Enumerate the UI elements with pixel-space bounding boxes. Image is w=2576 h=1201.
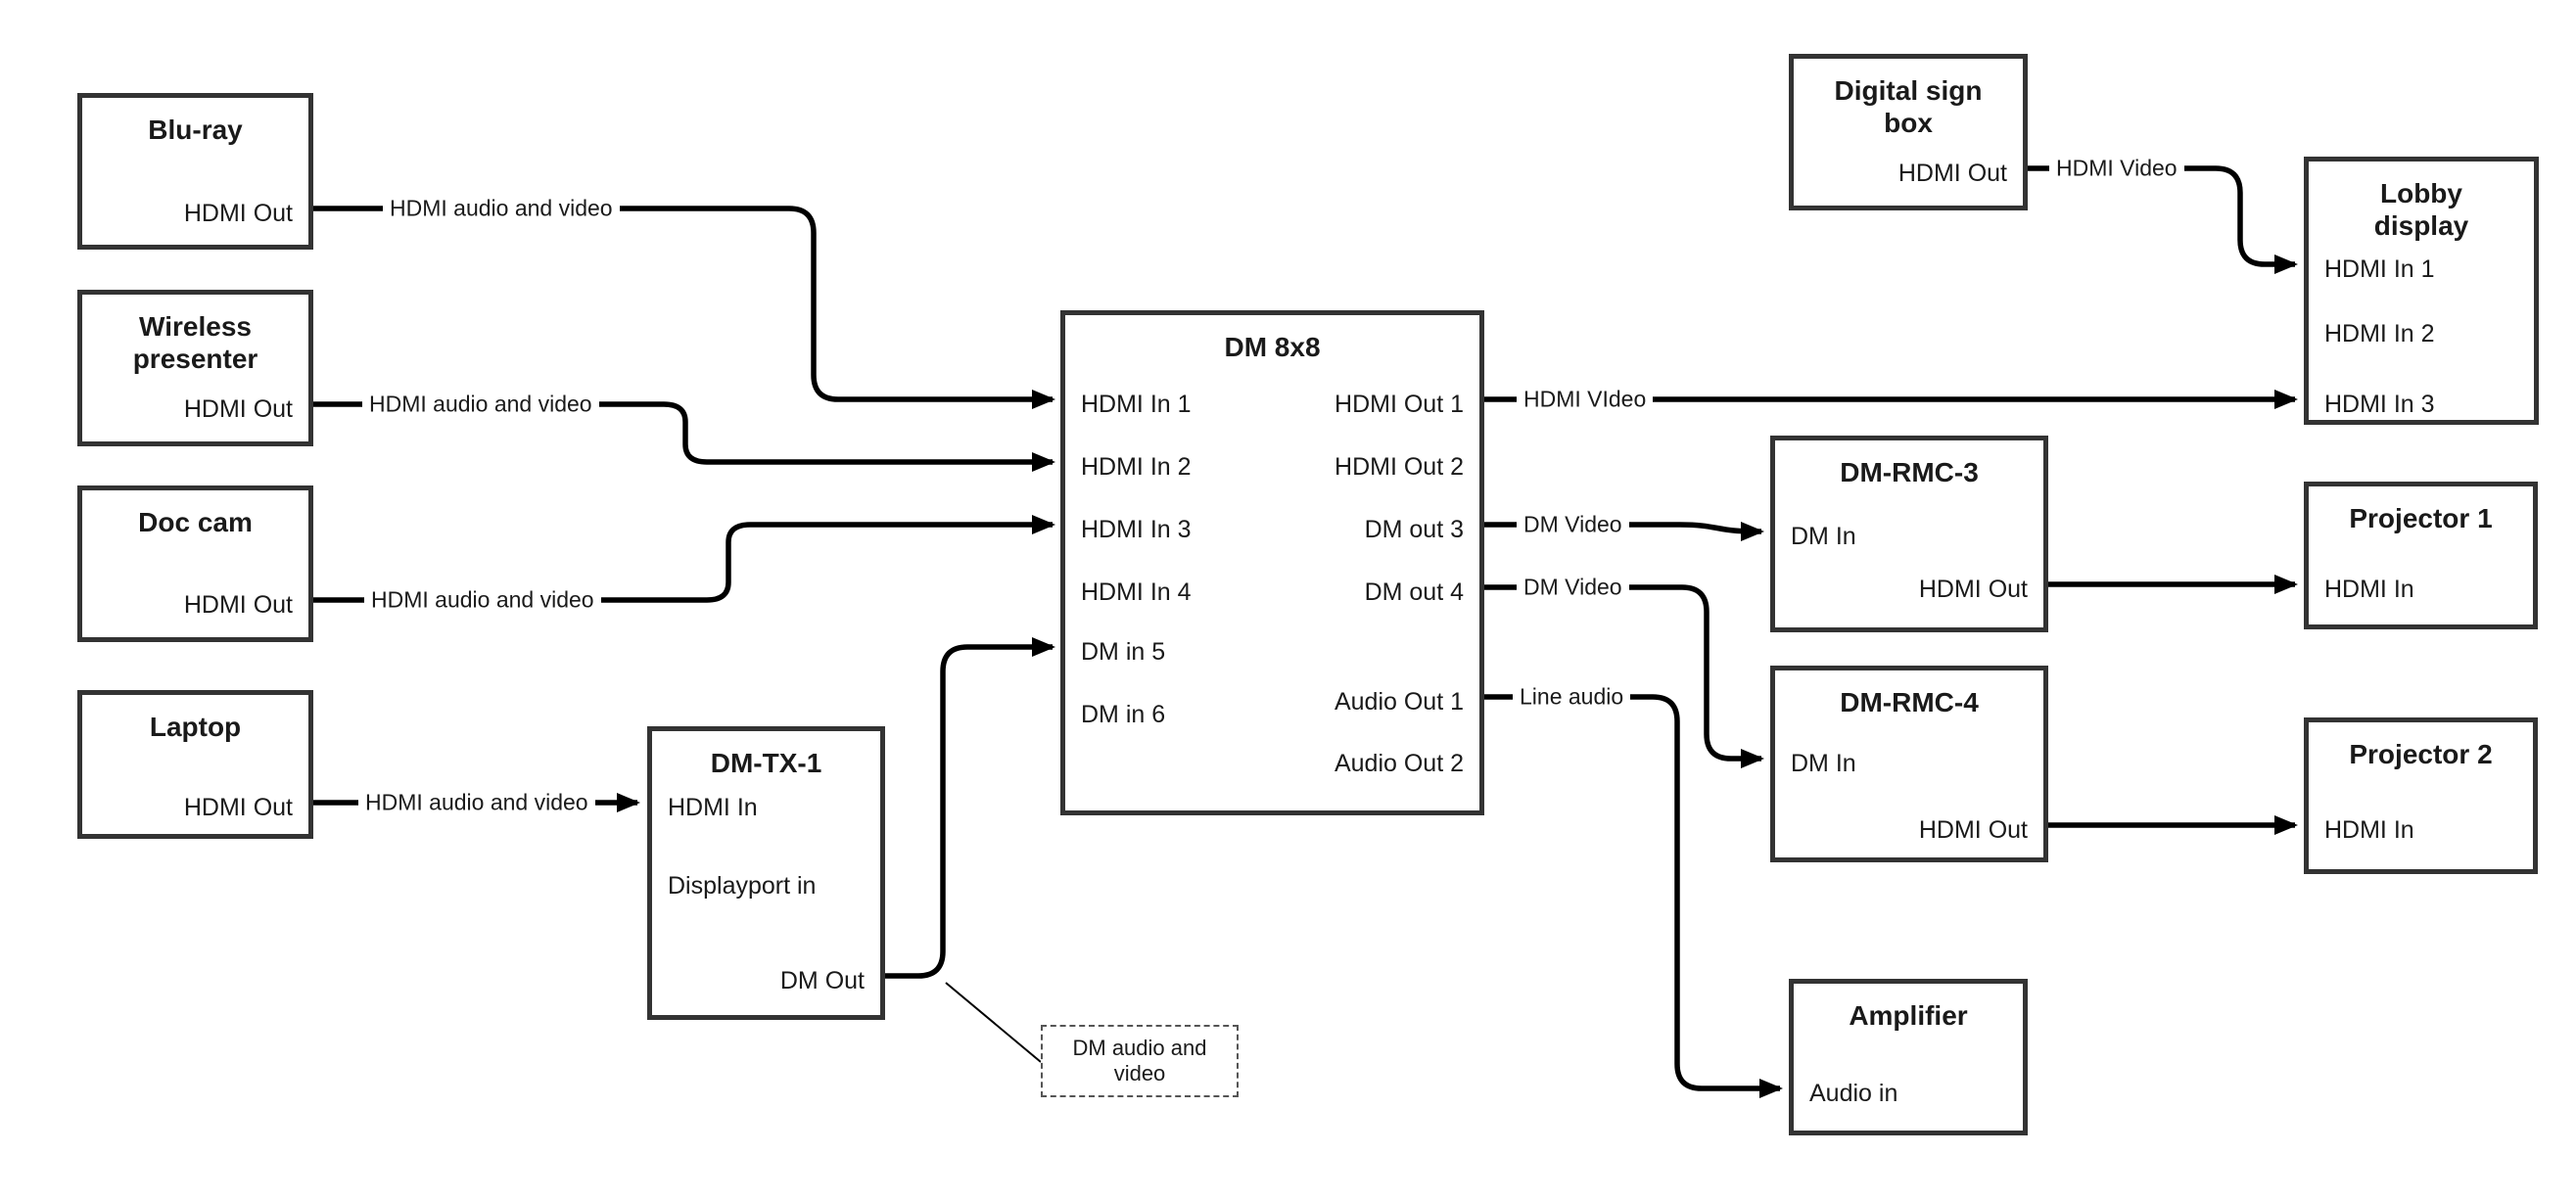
node-title: Projector 2 <box>2349 739 2493 769</box>
edge-label-hdmi-video: HDMI Video <box>2049 155 2184 182</box>
port-dm-in: DM In <box>1791 750 1856 777</box>
node-title: Projector 1 <box>2349 503 2493 533</box>
port-hdmi-in-4: HDMI In 4 <box>1081 578 1192 606</box>
node-dm-rmc-3: DM-RMC-3 DM In HDMI Out <box>1770 436 2048 632</box>
port-hdmi-out: HDMI Out <box>183 794 293 821</box>
node-title: Laptop <box>149 712 242 742</box>
port-hdmi-in-1: HDMI In 1 <box>2324 255 2435 283</box>
port-hdmi-in: HDMI In <box>668 794 758 821</box>
edge-label-dm-video-2: DM Video <box>1517 574 1629 601</box>
node-digital-sign-box: Digital sign box HDMI Out <box>1789 54 2028 210</box>
node-dm-rmc-4: DM-RMC-4 DM In HDMI Out <box>1770 666 2048 862</box>
edge-label-hdmi-audio-video-3: HDMI audio and video <box>364 586 601 614</box>
node-title: Doc cam <box>138 507 253 537</box>
port-dm-out: DM Out <box>779 967 865 994</box>
node-lobby-display: Lobby display HDMI In 1 HDMI In 2 HDMI I… <box>2304 157 2539 425</box>
port-audio-in: Audio in <box>1809 1080 1898 1107</box>
node-title: Wireless presenter <box>132 311 258 374</box>
node-doc-cam: Doc cam HDMI Out <box>77 485 313 642</box>
node-projector-2: Projector 2 HDMI In <box>2304 717 2538 874</box>
note-text: DM audio and video <box>1072 1036 1207 1086</box>
node-title: Amplifier <box>1849 1000 1968 1031</box>
port-dm-in-6: DM in 6 <box>1081 701 1166 728</box>
port-hdmi-out: HDMI Out <box>183 591 293 619</box>
edge-label-line-audio: Line audio <box>1513 683 1631 711</box>
port-dm-in: DM In <box>1791 523 1856 550</box>
port-hdmi-in-3: HDMI In 3 <box>1081 516 1192 543</box>
port-dm-out-3: DM out 3 <box>1364 516 1464 543</box>
edge-dm8x8-audio-out-1-to-amplifier <box>1484 694 1784 1099</box>
port-hdmi-out: HDMI Out <box>1918 816 2028 844</box>
note-dm-audio-and-video: DM audio and video <box>1041 1025 1239 1097</box>
node-dm-8x8: DM 8x8 HDMI In 1 HDMI In 2 HDMI In 3 HDM… <box>1060 310 1484 815</box>
edge-label-hdmi-audio-video-2: HDMI audio and video <box>362 391 599 418</box>
node-title: Blu-ray <box>148 115 243 145</box>
edge-label-dm-video-1: DM Video <box>1517 511 1629 538</box>
port-dm-out-4: DM out 4 <box>1364 578 1464 606</box>
port-dm-in-5: DM in 5 <box>1081 638 1166 666</box>
node-amplifier: Amplifier Audio in <box>1789 979 2028 1135</box>
node-wireless-presenter: Wireless presenter HDMI Out <box>77 290 313 446</box>
node-laptop: Laptop HDMI Out <box>77 690 313 839</box>
note-leader-line <box>945 982 1042 1063</box>
node-dm-tx-1: DM-TX-1 HDMI In Displayport in DM Out <box>647 726 885 1020</box>
port-hdmi-out: HDMI Out <box>1918 576 2028 603</box>
edge-dm8x8-dm-out-4-to-rmc4-dm-in <box>1484 584 1765 769</box>
node-title: DM-RMC-3 <box>1840 457 1979 487</box>
port-hdmi-out: HDMI Out <box>183 395 293 423</box>
port-hdmi-in-3: HDMI In 3 <box>2324 391 2435 418</box>
port-hdmi-out: HDMI Out <box>183 200 293 227</box>
port-hdmi-in: HDMI In <box>2324 816 2414 844</box>
port-hdmi-out-2: HDMI Out 2 <box>1335 453 1464 481</box>
port-hdmi-out: HDMI Out <box>1897 160 2007 187</box>
node-title: Digital sign box <box>1834 75 1983 138</box>
node-projector-1: Projector 1 HDMI In <box>2304 482 2538 629</box>
edge-dmtx1-dm-out-to-dm8x8-dm-in-5 <box>885 636 1056 979</box>
port-hdmi-out-1: HDMI Out 1 <box>1335 391 1464 418</box>
port-audio-out-1: Audio Out 1 <box>1334 688 1464 716</box>
edge-label-hdmi-audio-video-1: HDMI audio and video <box>383 195 620 222</box>
port-hdmi-in: HDMI In <box>2324 576 2414 603</box>
port-hdmi-in-2: HDMI In 2 <box>2324 320 2435 347</box>
node-blu-ray: Blu-ray HDMI Out <box>77 93 313 250</box>
port-hdmi-in-2: HDMI In 2 <box>1081 453 1192 481</box>
edge-label-hdmi-video-2: HDMI VIdeo <box>1517 386 1654 413</box>
node-title: DM-TX-1 <box>710 748 822 778</box>
port-audio-out-2: Audio Out 2 <box>1334 750 1464 777</box>
edge-label-hdmi-audio-video-4: HDMI audio and video <box>358 789 595 816</box>
port-displayport-in: Displayport in <box>668 872 817 900</box>
node-title: DM-RMC-4 <box>1840 687 1979 717</box>
node-title: Lobby display <box>2373 178 2469 241</box>
port-hdmi-in-1: HDMI In 1 <box>1081 391 1192 418</box>
edge-digital-sign-to-lobby-hdmi-in-1 <box>2028 165 2299 275</box>
node-title: DM 8x8 <box>1224 332 1321 362</box>
edge-blu-ray-to-dm8x8-hdmi-in-1 <box>313 206 1056 410</box>
